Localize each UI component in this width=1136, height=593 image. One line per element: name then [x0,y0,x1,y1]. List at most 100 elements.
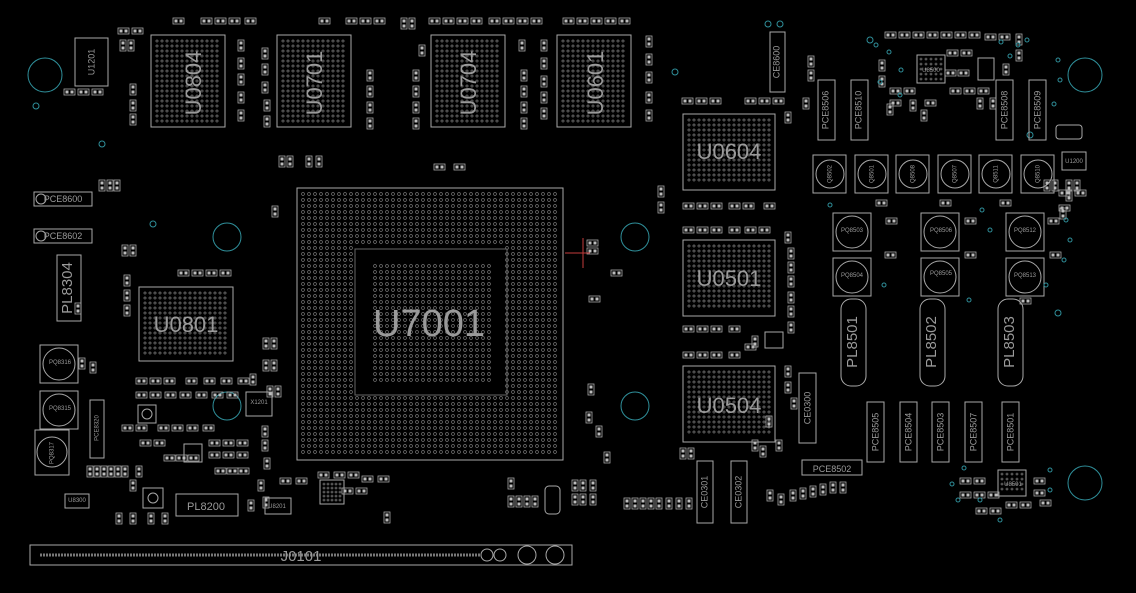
pad [621,89,625,93]
pad [596,69,600,73]
pad [460,94,464,98]
pad [495,104,499,108]
pad [702,153,706,157]
pad [156,379,160,383]
pad [561,109,565,113]
mosfet-q8508-label: Q8508 [911,164,917,183]
pad [1017,35,1021,39]
pad [697,143,701,147]
pad [276,392,280,396]
pad [611,89,615,93]
pad [205,74,209,78]
pad [281,89,285,93]
pad [480,44,484,48]
pad [586,119,590,123]
pad [430,19,434,23]
pad [264,366,268,370]
pad [765,228,769,232]
pad [542,93,546,97]
pad [980,493,984,497]
pad [753,337,757,341]
pad [752,168,756,172]
pad [368,103,372,107]
pad [180,104,184,108]
pad [625,499,629,503]
pad [306,114,310,118]
pad [286,89,290,93]
pad [296,69,300,73]
pad [611,44,615,48]
pad [95,472,99,476]
pad [809,62,813,66]
pad [581,54,585,58]
pad [561,64,565,68]
pad [601,104,605,108]
pad [100,181,104,185]
pad [420,46,424,50]
pad [831,483,835,487]
pad [311,119,315,123]
pad [742,249,746,253]
part-u1200-label: U1200 [1065,159,1083,165]
pad [160,99,164,103]
pad [601,69,605,73]
pad [116,472,120,476]
pad [179,271,183,275]
pad [455,44,459,48]
pad [762,254,766,258]
pad [537,19,541,23]
pad [801,494,805,498]
pad [601,59,605,63]
pad [311,54,315,58]
pad [561,99,565,103]
pad [435,59,439,63]
pad [321,69,325,73]
pad [215,114,219,118]
pad [611,39,615,43]
pad [707,118,711,122]
pad [276,387,280,391]
pad [175,99,179,103]
pad [712,249,716,253]
pad [229,453,233,457]
pad [142,426,146,430]
pad [649,504,653,508]
cap-pce8507-label: PCE8507 [968,413,978,452]
pad [789,277,793,281]
pad [786,233,790,237]
pad [767,133,771,137]
pad [742,153,746,157]
pad [160,104,164,108]
pad [717,123,721,127]
pad [761,447,765,451]
pad [480,79,484,83]
pad [966,253,970,257]
pad [747,123,751,127]
pad [221,19,225,23]
pad [480,89,484,93]
pad [688,99,692,103]
pad [880,61,884,65]
pad [291,114,295,118]
pad [435,49,439,53]
memory-chip-outline [682,239,776,317]
pad [711,99,715,103]
pad [561,54,565,58]
pad [321,99,325,103]
pad [702,259,706,263]
pad [440,104,444,108]
pad [291,119,295,123]
pad [616,114,620,118]
pad [522,87,526,91]
memory-chip-pads [687,244,771,308]
pad [757,158,761,162]
pad [311,74,315,78]
pad [185,84,189,88]
pad [149,519,153,523]
pad [331,89,335,93]
pad [455,54,459,58]
pad [948,51,952,55]
pad [621,79,625,83]
pad [757,123,761,127]
pad [591,49,595,53]
